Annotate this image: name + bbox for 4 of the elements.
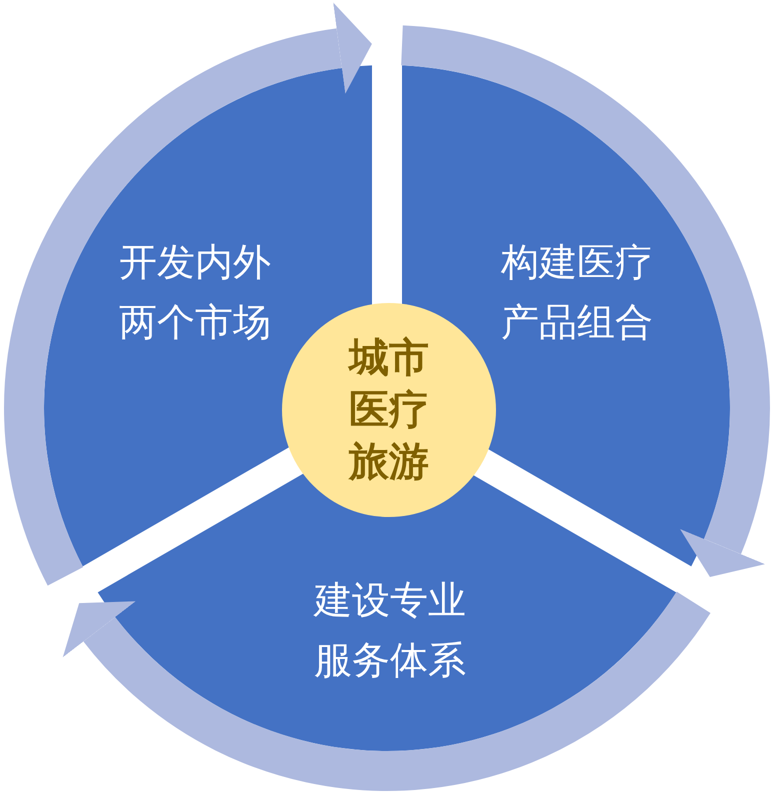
segment-label: 开发内外两个市场 xyxy=(118,239,272,346)
segment-label: 构建医疗产品组合 xyxy=(500,239,654,346)
segment-label: 建设专业服务体系 xyxy=(312,577,467,684)
center-label: 城市医疗旅游 xyxy=(347,334,430,487)
